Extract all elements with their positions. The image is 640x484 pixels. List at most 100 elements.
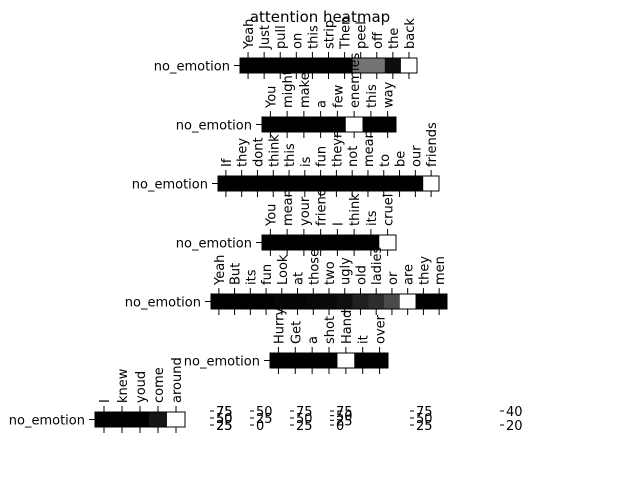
colorbar-tick-label: 0 (336, 419, 344, 434)
heatmap-cell (240, 58, 257, 73)
token-label: men (433, 256, 448, 285)
colorbar-tick-label: 40 (506, 405, 523, 420)
token-label: Then (339, 17, 354, 50)
token-label: old (355, 265, 370, 285)
heatmap-cell (278, 117, 296, 132)
token-label: on (290, 33, 305, 49)
token-label: fun (315, 146, 330, 167)
heatmap-cell (329, 235, 347, 250)
token-label: shot (323, 316, 338, 344)
token-label: Get (289, 321, 304, 344)
token-label: meant (362, 125, 377, 167)
token-label: I (331, 222, 346, 226)
colorbar-tick-label: 75 (296, 405, 313, 420)
heatmap-cell (371, 353, 389, 368)
colorbar-tick-label: 50 (216, 412, 233, 427)
heatmap-cell (423, 176, 440, 191)
colorbar-tick-label: 50 (336, 410, 353, 425)
heatmap-cell (345, 235, 363, 250)
heatmap-cell (226, 294, 243, 309)
token-label: this (283, 143, 298, 167)
heatmap-cell (258, 294, 275, 309)
token-label: around (170, 357, 185, 403)
heatmap-cell (242, 294, 259, 309)
token-label: they (417, 256, 432, 285)
token-label: a (306, 336, 321, 344)
token-label: think (267, 134, 282, 167)
heatmap-cell (375, 176, 393, 191)
row-frame (261, 116, 397, 133)
token-label: dont (252, 137, 267, 167)
token-label: youd (134, 371, 149, 403)
token-label: off (371, 31, 386, 49)
token-label: come (152, 367, 167, 403)
row-label: no_emotion (9, 414, 85, 429)
heatmap-cell (384, 294, 401, 309)
heatmap-cell (391, 176, 408, 191)
heatmap-cell (321, 294, 338, 309)
token-label: few (331, 84, 346, 108)
colorbar-tick-label: 25 (256, 412, 273, 427)
token-label: Hurry (272, 308, 287, 344)
row-label: no_emotion (176, 119, 252, 134)
token-label: fun (260, 264, 275, 285)
token-label: this (365, 84, 380, 108)
heatmap-cell (131, 412, 150, 427)
heatmap-cell (379, 117, 397, 132)
colorbar-tick-label: 25 (296, 419, 313, 434)
colorbar-tick-label: 75 (416, 405, 433, 420)
heatmap-cell (352, 58, 370, 73)
token-label: think (348, 193, 363, 226)
colorbar-tick-label: 0 (256, 419, 264, 434)
token-label: or (386, 271, 401, 285)
colorbar-tick-label: 25 (336, 414, 353, 429)
heatmap-cell (431, 294, 448, 309)
heatmap-cell (345, 117, 363, 132)
heatmap-cell (368, 58, 386, 73)
heatmap-cell (286, 353, 305, 368)
token-label: mean (281, 189, 296, 226)
token-label: its (365, 210, 380, 226)
heatmap-cell (337, 353, 355, 368)
heatmap-cell (270, 353, 288, 368)
token-label: your (298, 196, 313, 226)
token-label: the (387, 28, 402, 49)
token-label: knew (116, 368, 131, 403)
heatmap-cell (289, 294, 306, 309)
heatmap-cell (312, 176, 329, 191)
token-label: to (378, 154, 393, 167)
heatmap-cell (329, 117, 347, 132)
heatmap-cell (281, 176, 298, 191)
token-label: Hand (340, 310, 355, 344)
heatmap-cell (113, 412, 132, 427)
token-label: is (299, 156, 314, 167)
heatmap-cell (288, 58, 305, 73)
token-label: make (298, 72, 313, 108)
heatmap-cell (218, 176, 235, 191)
token-label: at (292, 272, 307, 285)
token-label: it (357, 335, 372, 344)
heatmap-cell (211, 294, 228, 309)
heatmap-cell (328, 176, 345, 191)
heatmap-cell (407, 176, 424, 191)
heatmap-cell (320, 58, 337, 73)
token-label: this (306, 25, 321, 49)
colorbar-tick-label: 25 (216, 419, 233, 434)
token-label: friends (315, 181, 330, 226)
token-label: You (264, 86, 279, 109)
token-label: Look (276, 254, 291, 285)
token-label: a (315, 100, 330, 108)
token-label: pull (274, 25, 289, 49)
heatmap-cell (400, 58, 418, 73)
colorbar-tick-label: 75 (216, 405, 233, 420)
heatmap-cell (312, 117, 330, 132)
token-label: our (409, 145, 424, 167)
row-label: no_emotion (154, 60, 230, 75)
colorbar-tick-label: 50 (416, 412, 433, 427)
token-label: But (229, 263, 244, 285)
token-label: be (394, 151, 409, 167)
